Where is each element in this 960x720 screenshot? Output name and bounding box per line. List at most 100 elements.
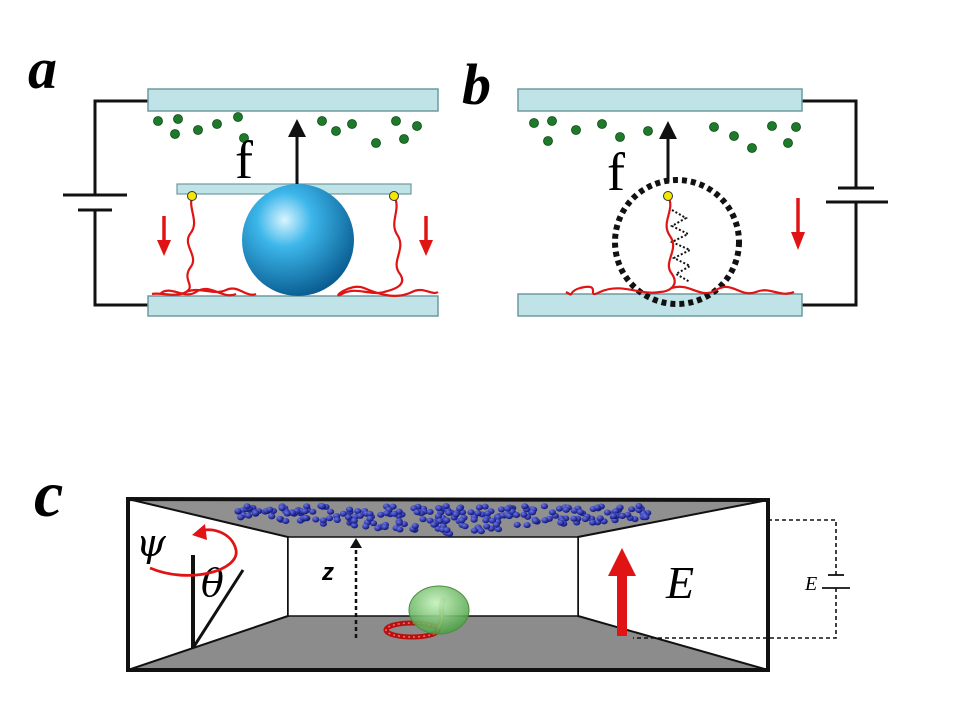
blue-ion bbox=[411, 523, 419, 529]
blue-ion bbox=[531, 518, 540, 525]
panel-a-anchor-right bbox=[389, 191, 399, 201]
panel-a-circuit-wire bbox=[93, 99, 148, 307]
blue-ion bbox=[474, 510, 482, 517]
blue-ion bbox=[513, 521, 521, 528]
blue-ion bbox=[344, 514, 352, 521]
blue-ion bbox=[541, 517, 549, 524]
blue-ion bbox=[483, 523, 491, 530]
blue-ion bbox=[618, 513, 626, 519]
blue-ion bbox=[589, 519, 597, 526]
panel-a-down-arrow-left bbox=[157, 216, 171, 256]
panel-b-zigzag-spring bbox=[669, 209, 693, 283]
panel-a-top-electrode bbox=[147, 88, 439, 112]
blue-ion bbox=[482, 517, 490, 524]
blue-ion bbox=[445, 510, 453, 516]
blue-ion bbox=[419, 516, 427, 523]
blue-ion bbox=[548, 509, 557, 516]
blue-ion bbox=[458, 517, 466, 524]
blue-ion bbox=[470, 527, 478, 534]
panel-a-label: a bbox=[28, 36, 57, 101]
blue-ion bbox=[430, 521, 438, 528]
blue-ion bbox=[252, 510, 260, 517]
panel-b: b f bbox=[462, 52, 888, 317]
blue-ion bbox=[309, 508, 317, 515]
blue-ion bbox=[283, 510, 291, 517]
blue-ion bbox=[268, 513, 276, 520]
panel-b-circuit-wire bbox=[802, 99, 858, 307]
blue-ion bbox=[237, 514, 245, 521]
blue-ion bbox=[354, 508, 362, 515]
blue-ion bbox=[369, 520, 378, 527]
blue-ion bbox=[497, 506, 506, 513]
blue-ion bbox=[492, 521, 500, 528]
panel-b-ions bbox=[529, 116, 801, 153]
panel-c-z-label: z bbox=[321, 559, 334, 586]
blue-ion bbox=[505, 513, 513, 520]
blue-ion bbox=[350, 517, 358, 524]
blue-ion bbox=[350, 522, 359, 529]
blue-ion bbox=[390, 510, 398, 517]
panel-a-sphere bbox=[242, 184, 354, 296]
blue-ion bbox=[528, 509, 537, 516]
panel-a-battery-icon bbox=[63, 193, 127, 212]
blue-ion bbox=[234, 508, 242, 515]
panel-a-bottom-electrode bbox=[147, 295, 439, 317]
blue-ion bbox=[318, 503, 326, 510]
blue-ion bbox=[377, 511, 385, 518]
blue-ion bbox=[520, 511, 528, 518]
blue-ion bbox=[624, 511, 632, 518]
panel-a: a f bbox=[28, 36, 439, 317]
blue-ion bbox=[362, 523, 370, 530]
blue-ion bbox=[434, 513, 442, 520]
blue-ion bbox=[278, 505, 286, 512]
blue-ion bbox=[413, 509, 421, 516]
blue-ion bbox=[395, 519, 403, 526]
panel-b-battery-icon bbox=[826, 186, 888, 204]
blue-ion bbox=[452, 511, 460, 518]
blue-ion bbox=[333, 517, 341, 523]
panel-c: c z θ ψ bbox=[34, 458, 850, 672]
panel-b-dotted-bubble bbox=[612, 177, 742, 307]
panel-c-field-arrow bbox=[608, 548, 636, 636]
blue-ion bbox=[488, 517, 496, 524]
panel-c-theta-label: θ bbox=[201, 561, 224, 605]
panel-c-blue-ions bbox=[234, 503, 652, 537]
panel-c-z-arrowhead bbox=[350, 538, 362, 548]
blue-ion bbox=[426, 517, 434, 524]
blue-ion bbox=[366, 510, 374, 517]
blue-ion bbox=[356, 512, 364, 519]
blue-ion bbox=[562, 506, 570, 513]
panel-a-polymer-left bbox=[151, 195, 257, 297]
blue-ion bbox=[470, 516, 478, 523]
blue-ion bbox=[443, 517, 451, 524]
panel-c-ellipsoid bbox=[408, 585, 470, 635]
blue-ion bbox=[596, 515, 604, 522]
panel-b-force-label: f bbox=[607, 142, 625, 202]
panel-c-field-label: E bbox=[665, 557, 694, 608]
blue-ion bbox=[301, 508, 309, 515]
blue-ion bbox=[436, 518, 444, 524]
panel-c-psi-rotation-arrow bbox=[149, 528, 238, 577]
blue-ion bbox=[570, 515, 578, 522]
panel-b-down-arrow bbox=[791, 198, 805, 250]
blue-ion bbox=[442, 503, 450, 510]
panel-c-psi-label: ψ bbox=[136, 521, 167, 565]
blue-ion bbox=[484, 510, 492, 517]
blue-ion bbox=[302, 514, 310, 521]
blue-ion bbox=[374, 525, 382, 532]
blue-ion bbox=[282, 518, 290, 524]
blue-ion bbox=[426, 508, 434, 515]
blue-ion bbox=[396, 526, 404, 533]
blue-ion bbox=[339, 510, 347, 517]
blue-ion bbox=[603, 509, 612, 516]
blue-ion bbox=[383, 510, 391, 517]
blue-ion bbox=[581, 516, 590, 523]
panel-b-anchor bbox=[663, 191, 673, 201]
blue-ion bbox=[616, 504, 624, 511]
blue-ion bbox=[345, 506, 354, 513]
blue-ion bbox=[611, 508, 620, 515]
blue-ion bbox=[381, 524, 389, 531]
blue-ion bbox=[443, 527, 451, 533]
blue-ion bbox=[494, 526, 503, 533]
